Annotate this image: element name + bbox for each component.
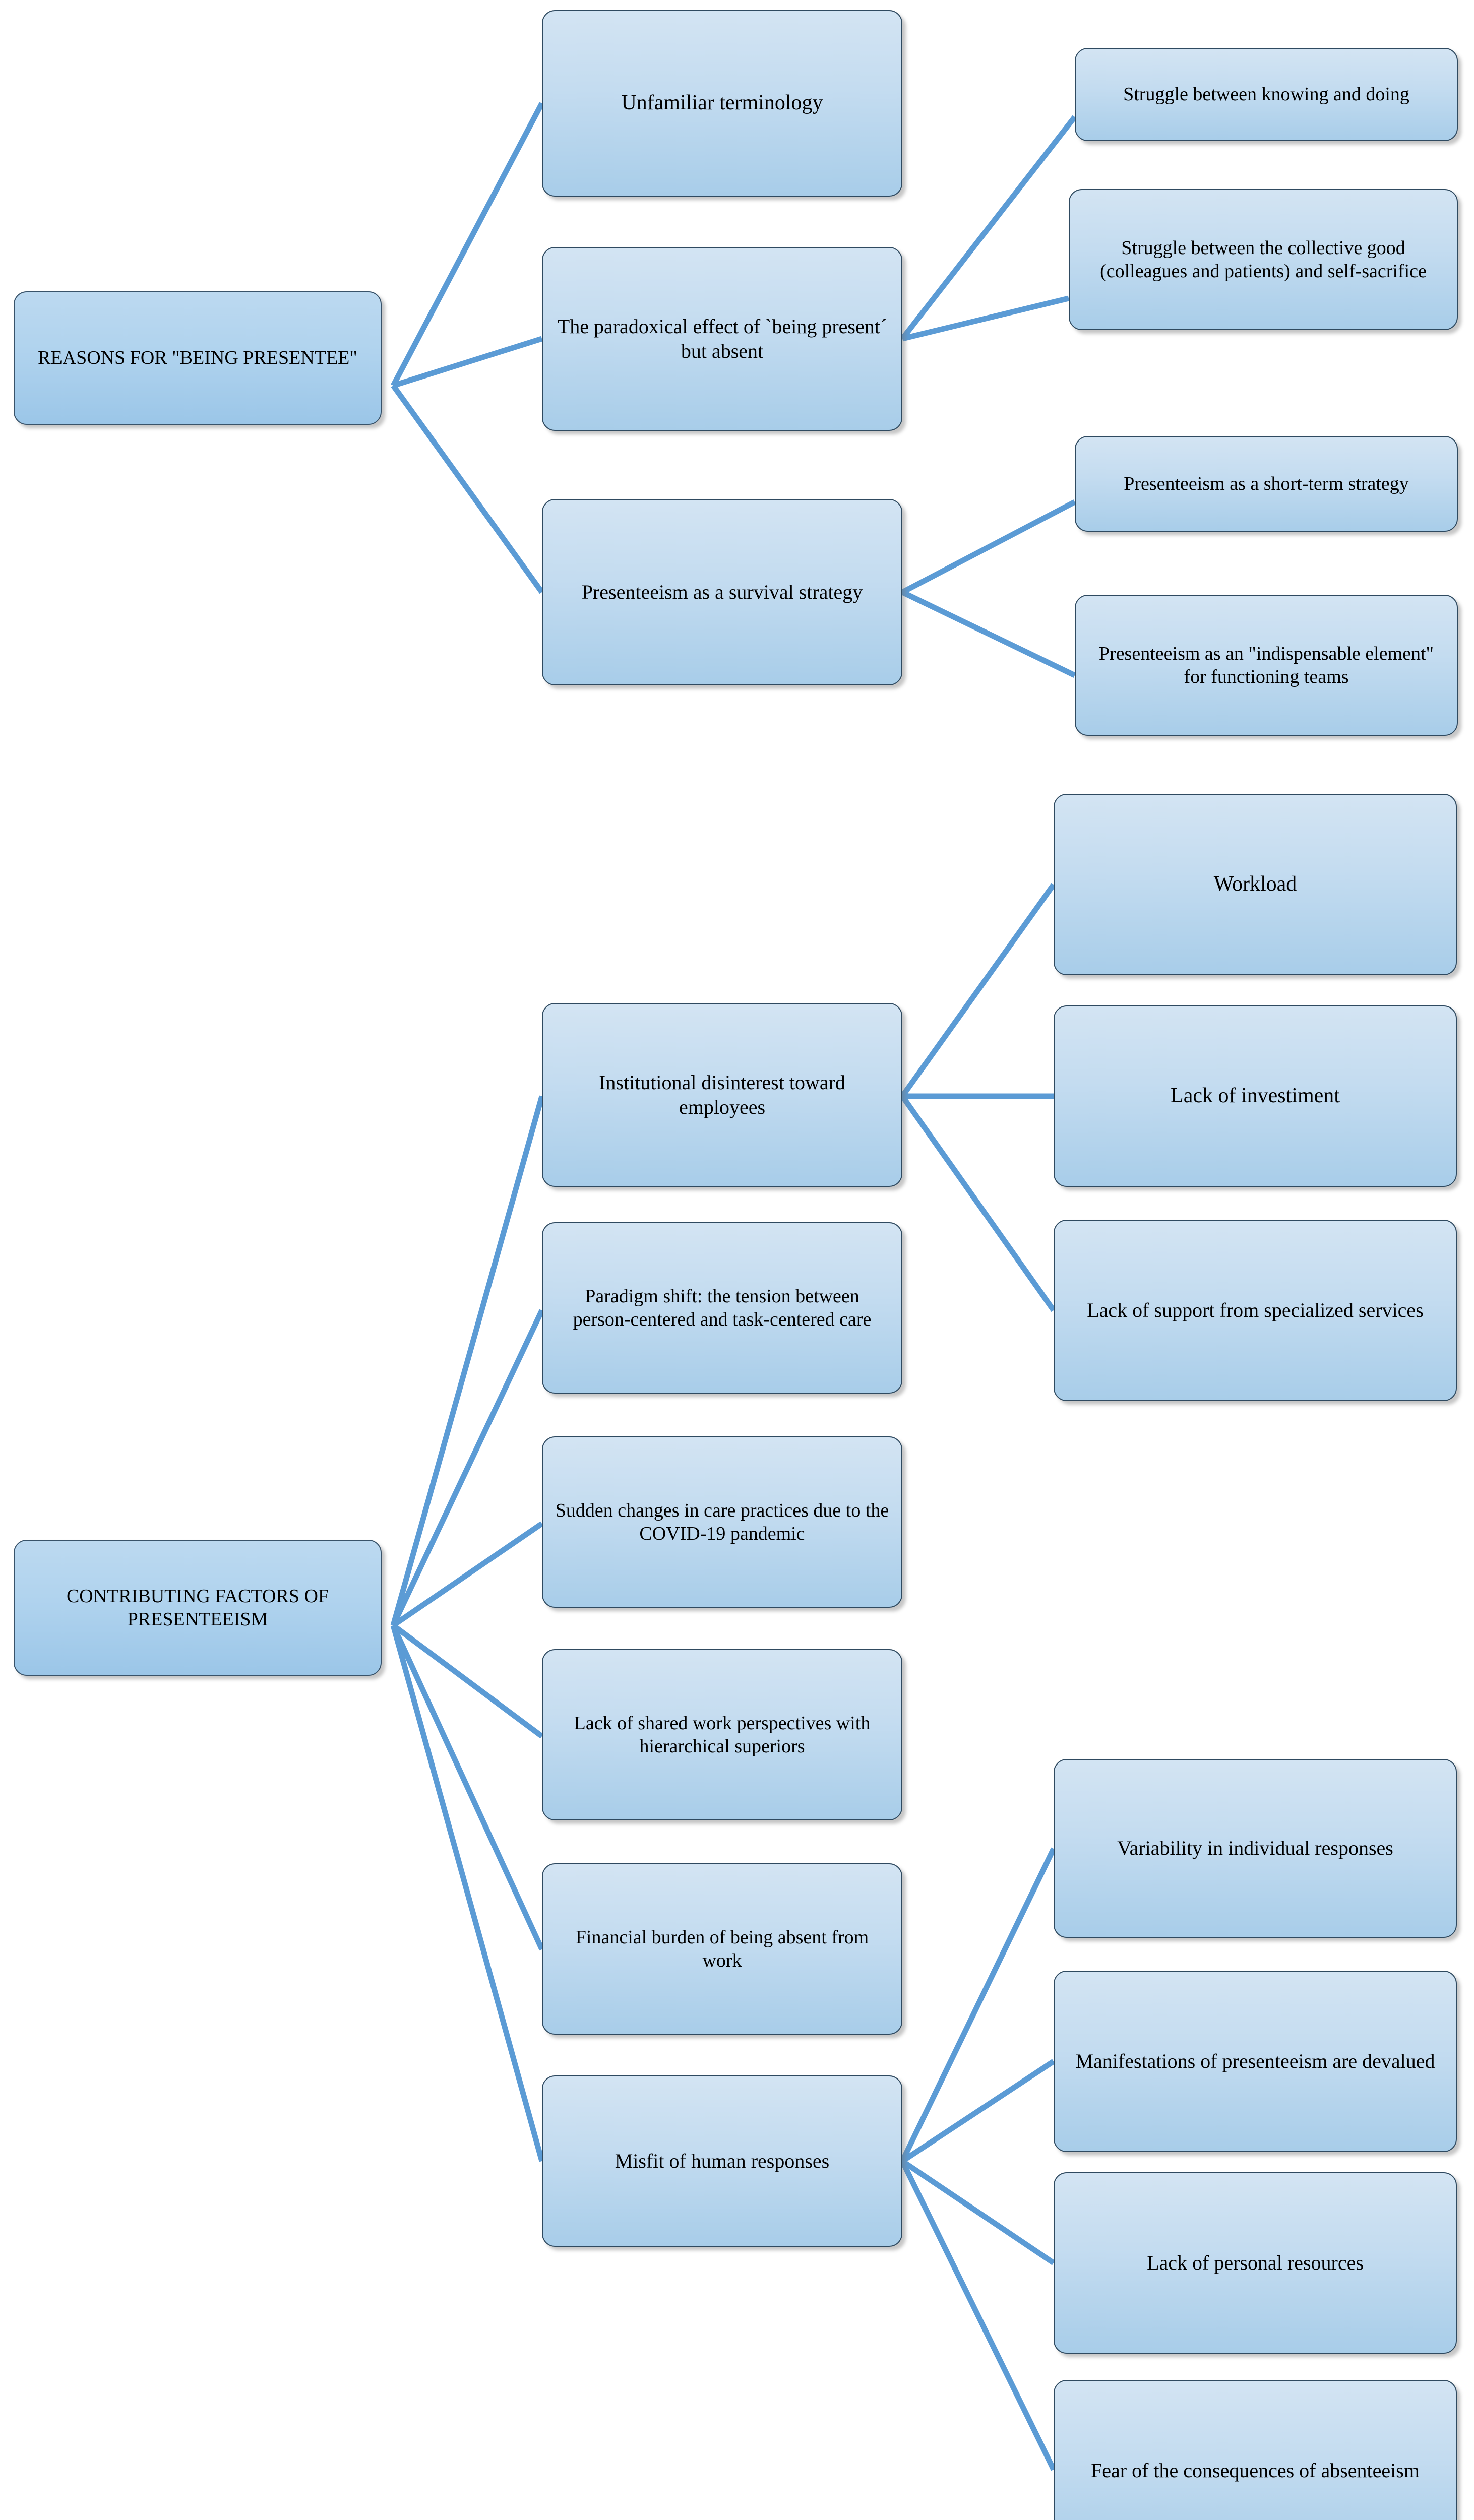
- node-label: Sudden changes in care practices due to …: [555, 1499, 889, 1544]
- node-label: Variability in individual responses: [1117, 1837, 1393, 1860]
- node-label: Institutional disinterest toward employe…: [599, 1070, 845, 1118]
- edge-paradox-to-knowing: [900, 115, 1077, 341]
- node-lack-of-investiment[interactable]: Lack of investiment: [1054, 1005, 1457, 1187]
- node-lack-personal-resources[interactable]: Lack of personal resources: [1054, 2172, 1457, 2354]
- node-label: Lack of personal resources: [1147, 2251, 1364, 2274]
- edge-reasons-to-unfamiliar: [391, 102, 544, 387]
- node-label: Lack of support from specialized service…: [1087, 1298, 1424, 1321]
- node-presenteeism-indispensable-element[interactable]: Presenteeism as an "indispensable elemen…: [1075, 595, 1458, 736]
- edge-factors-to-institutional: [390, 1095, 545, 1626]
- edge-factors-to-lackshared: [391, 1623, 544, 1739]
- node-label: Misfit of human responses: [615, 2149, 830, 2172]
- node-label: CONTRIBUTING FACTORS OF PRESENTEEISM: [66, 1585, 329, 1630]
- node-label: REASONS FOR "BEING PRESENTEE": [38, 347, 357, 369]
- node-lack-shared-work-perspectives[interactable]: Lack of shared work perspectives with hi…: [542, 1649, 902, 1820]
- node-label: Unfamiliar terminology: [621, 91, 823, 115]
- node-label: Lack of shared work perspectives with hi…: [574, 1712, 871, 1757]
- edge-reasons-to-paradox: [392, 336, 543, 389]
- node-paradoxical-effect[interactable]: The paradoxical effect of `being present…: [542, 247, 902, 431]
- node-sudden-changes-covid[interactable]: Sudden changes in care practices due to …: [542, 1436, 902, 1608]
- edge-survival-to-indispensable: [901, 590, 1076, 678]
- node-reasons-for-being-presentee[interactable]: REASONS FOR "BEING PRESENTEE": [14, 291, 382, 425]
- node-label: Workload: [1213, 872, 1297, 896]
- node-manifestations-devalued[interactable]: Manifestations of presenteeism are deval…: [1054, 1971, 1457, 2152]
- edge-factors-to-paradigm: [391, 1309, 544, 1627]
- node-presenteeism-survival-strategy[interactable]: Presenteeism as a survival strategy: [542, 499, 902, 685]
- node-label: Presenteeism as an "indispensable elemen…: [1098, 643, 1434, 687]
- node-label: Presenteeism as a survival strategy: [581, 580, 863, 603]
- node-unfamiliar-terminology[interactable]: Unfamiliar terminology: [542, 10, 902, 197]
- node-contributing-factors-of-presenteeism[interactable]: CONTRIBUTING FACTORS OF PRESENTEEISM: [14, 1540, 382, 1676]
- node-label: Struggle between the collective good (co…: [1100, 237, 1427, 282]
- node-struggle-knowing-doing[interactable]: Struggle between knowing and doing: [1075, 48, 1458, 141]
- edge-factors-to-financial: [391, 1624, 544, 1951]
- edge-institutional-to-workload: [900, 883, 1056, 1098]
- edge-misfit-to-variability: [900, 1847, 1056, 2163]
- edge-reasons-to-survival: [391, 384, 544, 594]
- edge-factors-to-sudden: [391, 1521, 544, 1628]
- node-label: Manifestations of presenteeism are deval…: [1075, 2049, 1435, 2072]
- node-label: Fear of the consequences of absenteeism: [1091, 2459, 1420, 2482]
- node-lack-support-specialized-services[interactable]: Lack of support from specialized service…: [1054, 1220, 1457, 1401]
- edge-factors-to-misfit: [390, 1624, 545, 2162]
- node-financial-burden[interactable]: Financial burden of being absent from wo…: [542, 1863, 902, 2035]
- node-presenteeism-short-term-strategy[interactable]: Presenteeism as a short-term strategy: [1075, 436, 1458, 532]
- node-label: Financial burden of being absent from wo…: [575, 1926, 869, 1971]
- edge-paradox-to-collective: [901, 295, 1070, 342]
- node-misfit-of-human-responses[interactable]: Misfit of human responses: [542, 2075, 902, 2247]
- node-label: The paradoxical effect of `being present…: [557, 314, 887, 362]
- edge-misfit-to-manifestations: [900, 2059, 1056, 2164]
- node-label: Paradigm shift: the tension between pers…: [573, 1285, 872, 1330]
- node-fear-consequences-absenteeism[interactable]: Fear of the consequences of absenteeism: [1054, 2380, 1457, 2520]
- node-paradigm-shift[interactable]: Paradigm shift: the tension between pers…: [542, 1222, 902, 1394]
- node-institutional-disinterest[interactable]: Institutional disinterest toward employe…: [542, 1003, 902, 1187]
- edge-survival-to-shortterm: [901, 499, 1076, 595]
- node-variability-individual-responses[interactable]: Variability in individual responses: [1054, 1759, 1457, 1938]
- node-label: Lack of investiment: [1171, 1084, 1340, 1108]
- edge-misfit-to-fear: [900, 2160, 1056, 2471]
- node-label: Presenteeism as a short-term strategy: [1124, 473, 1409, 494]
- edge-institutional-to-support: [900, 1094, 1056, 1312]
- edge-misfit-to-personal: [900, 2159, 1056, 2265]
- node-label: Struggle between knowing and doing: [1123, 84, 1409, 105]
- node-struggle-collective-good[interactable]: Struggle between the collective good (co…: [1069, 189, 1458, 330]
- node-workload[interactable]: Workload: [1054, 794, 1457, 975]
